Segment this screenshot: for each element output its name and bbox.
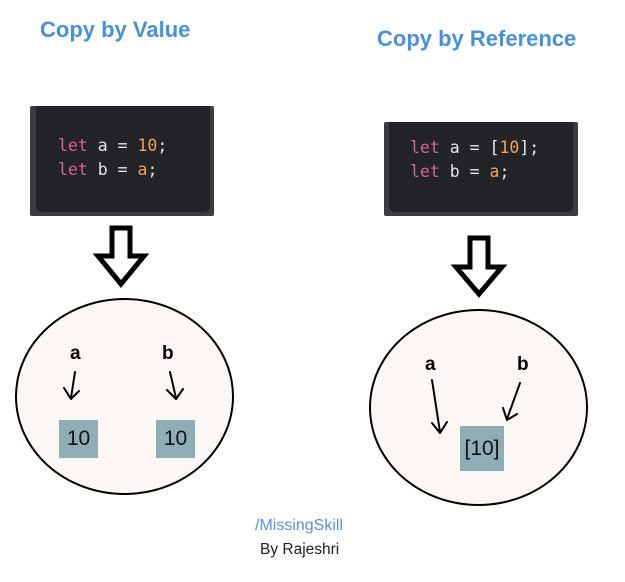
- identifier-ref: a: [489, 162, 500, 181]
- right-a-pointer-arrow-icon: [431, 379, 448, 434]
- operator: =: [469, 162, 480, 181]
- right-down-arrow-icon: [450, 235, 508, 298]
- identifier: b: [97, 160, 108, 179]
- identifier-ref: a: [137, 160, 148, 179]
- semicolon: ;: [529, 138, 540, 157]
- identifier: a: [449, 138, 460, 157]
- left-value-box-b: 10: [156, 420, 195, 458]
- footer-author: By Rajeshri: [260, 541, 340, 558]
- footer-brand-link[interactable]: /MissingSkill: [255, 517, 344, 534]
- right-code-line-2: let b = a;: [410, 162, 510, 181]
- semicolon: ;: [499, 162, 510, 181]
- left-down-arrow-icon: [92, 225, 150, 288]
- left-memory-circle: [15, 298, 234, 495]
- number-literal: 10: [137, 136, 158, 155]
- right-var-a-label: a: [425, 354, 436, 375]
- number-literal: 10: [499, 138, 520, 157]
- left-code-line-2: let b = a;: [58, 160, 158, 179]
- left-var-b-label: b: [162, 343, 174, 364]
- operator: =: [117, 160, 128, 179]
- left-code-block: let a = 10; let b = a;: [36, 106, 210, 212]
- semicolon: ;: [157, 136, 168, 155]
- identifier: b: [449, 162, 460, 181]
- right-memory-circle: [369, 309, 588, 506]
- left-code-line-1: let a = 10;: [58, 136, 168, 155]
- operator: =: [469, 138, 480, 157]
- keyword: let: [410, 138, 440, 157]
- left-b-pointer-arrow-icon: [166, 371, 184, 400]
- bracket-close: ]: [519, 138, 530, 157]
- keyword: let: [58, 160, 88, 179]
- keyword: let: [58, 136, 88, 155]
- left-a-pointer-arrow-icon: [63, 371, 80, 400]
- left-value-box-a: 10: [59, 420, 98, 458]
- left-var-a-label: a: [70, 343, 81, 364]
- identifier: a: [97, 136, 108, 155]
- keyword: let: [410, 162, 440, 181]
- right-code-line-1: let a = [10];: [410, 138, 540, 157]
- right-var-b-label: b: [517, 354, 529, 375]
- semicolon: ;: [147, 160, 158, 179]
- right-b-pointer-arrow-icon: [502, 382, 521, 421]
- right-code-block: let a = [10]; let b = a;: [389, 122, 573, 212]
- copy-by-reference-title: Copy by Reference: [377, 26, 577, 51]
- operator: =: [117, 136, 128, 155]
- bracket-open: [: [489, 138, 500, 157]
- copy-by-value-title: Copy by Value: [40, 17, 191, 42]
- right-shared-value-box: [10]: [460, 426, 504, 471]
